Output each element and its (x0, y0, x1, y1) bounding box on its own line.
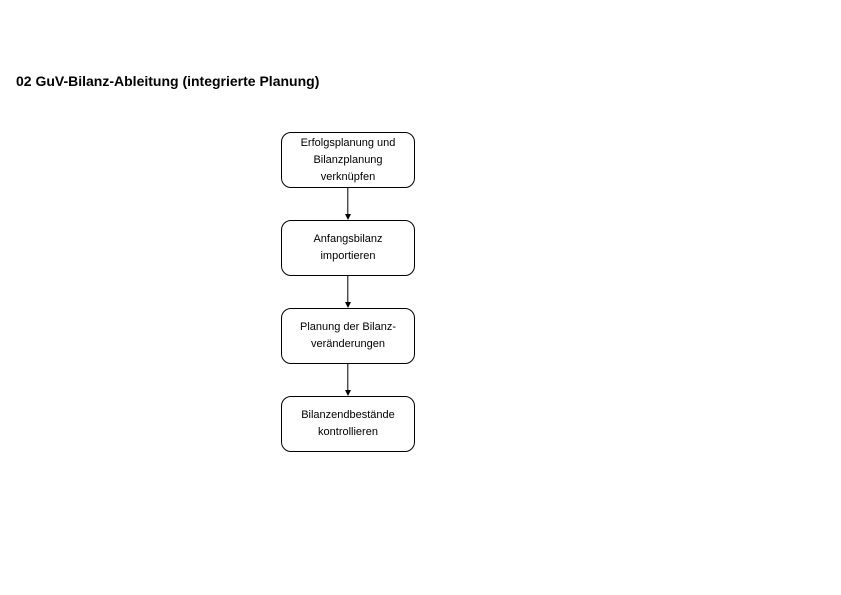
arrow-line (347, 188, 349, 216)
flow-step-1: Erfolgsplanung und Bilanzplanung verknüp… (281, 132, 415, 188)
flow-step-4-line-1: Bilanzendbestände (301, 409, 395, 421)
flow-step-3-line-2: veränderungen (310, 338, 385, 350)
flow-step-1-line-1: Erfolgsplanung und (300, 136, 396, 149)
arrow-down-icon (281, 188, 415, 220)
arrow-head (345, 302, 351, 308)
flowchart: Erfolgsplanung und Bilanzplanung verknüp… (281, 132, 415, 452)
flow-step-3: Planung der Bilanz- veränderungen (281, 308, 415, 364)
flow-step-3-line-1: Planung der Bilanz- (299, 321, 396, 333)
flow-step-2-line-2: importieren (320, 250, 376, 262)
flow-step-4: Bilanzendbestände kontrollieren (281, 396, 415, 452)
arrow-down-icon (281, 276, 415, 308)
flow-step-2: Anfangsbilanz importieren (281, 220, 415, 276)
flow-step-4-line-2: kontrollieren (318, 426, 378, 438)
arrow-head (345, 214, 351, 220)
arrow-line (347, 364, 349, 392)
flow-step-1-line-2: Bilanzplanung (313, 153, 383, 166)
slide-title: 02 GuV-Bilanz-Ableitung (integrierte Pla… (16, 73, 320, 89)
arrow-down-icon (281, 364, 415, 396)
arrow-line (347, 276, 349, 304)
arrow-head (345, 390, 351, 396)
flow-step-2-line-1: Anfangsbilanz (313, 233, 383, 245)
flow-step-1-line-3: verknüpfen (320, 170, 376, 183)
